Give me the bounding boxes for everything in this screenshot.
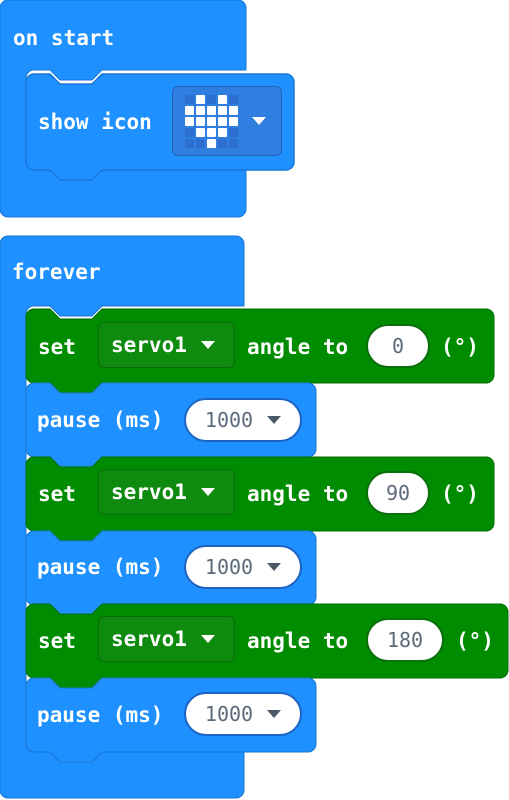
degree-unit-label: (°) bbox=[441, 482, 479, 506]
led-off bbox=[229, 127, 238, 137]
set-label: set bbox=[38, 629, 76, 653]
servo-dropdown-value: servo1 bbox=[111, 480, 187, 504]
pause-duration-dropdown[interactable]: 1000 bbox=[184, 545, 302, 589]
led-on bbox=[207, 138, 216, 148]
led-on bbox=[196, 94, 205, 104]
chevron-down-icon bbox=[267, 416, 282, 424]
chevron-down-icon bbox=[200, 341, 215, 349]
led-on bbox=[196, 127, 205, 137]
angle-input[interactable]: 0 bbox=[366, 324, 430, 368]
pause-duration-value: 1000 bbox=[204, 408, 254, 432]
led-off bbox=[207, 94, 216, 104]
led-off bbox=[229, 138, 238, 148]
angle-to-label: angle to bbox=[247, 335, 349, 359]
chevron-down-icon bbox=[267, 710, 282, 718]
servo-dropdown-value: servo1 bbox=[111, 627, 187, 651]
degree-unit-label: (°) bbox=[456, 629, 494, 653]
angle-input[interactable]: 180 bbox=[366, 618, 444, 662]
led-on bbox=[196, 116, 205, 126]
pause-duration-dropdown[interactable]: 1000 bbox=[184, 398, 302, 442]
icon-picker[interactable] bbox=[172, 86, 282, 156]
led-on bbox=[185, 116, 194, 126]
pause-duration-value: 1000 bbox=[204, 555, 254, 579]
led-on bbox=[185, 105, 194, 115]
led-off bbox=[185, 138, 194, 148]
led-off bbox=[185, 127, 194, 137]
chevron-down-icon bbox=[252, 117, 266, 125]
led-off bbox=[185, 94, 194, 104]
servo-dropdown-value: servo1 bbox=[111, 333, 187, 357]
angle-to-label: angle to bbox=[247, 482, 349, 506]
led-on bbox=[229, 105, 238, 115]
chevron-down-icon bbox=[267, 563, 282, 571]
degree-unit-label: (°) bbox=[441, 335, 479, 359]
led-on bbox=[229, 116, 238, 126]
led-on bbox=[207, 127, 216, 137]
heart-icon bbox=[185, 94, 238, 148]
led-off bbox=[196, 138, 205, 148]
set-label: set bbox=[38, 335, 76, 359]
led-on bbox=[207, 105, 216, 115]
led-on bbox=[218, 94, 227, 104]
servo-dropdown[interactable]: servo1 bbox=[98, 616, 235, 662]
led-on bbox=[207, 116, 216, 126]
angle-to-label: angle to bbox=[247, 629, 349, 653]
forever-label: forever bbox=[12, 260, 101, 284]
led-off bbox=[218, 138, 227, 148]
servo-dropdown[interactable]: servo1 bbox=[98, 322, 235, 368]
led-on bbox=[218, 127, 227, 137]
pause-duration-value: 1000 bbox=[204, 702, 254, 726]
pause-duration-dropdown[interactable]: 1000 bbox=[184, 692, 302, 736]
chevron-down-icon bbox=[200, 635, 215, 643]
chevron-down-icon bbox=[200, 488, 215, 496]
servo-dropdown[interactable]: servo1 bbox=[98, 469, 235, 515]
show-icon-label: show icon bbox=[38, 110, 152, 134]
on-start-label: on start bbox=[13, 26, 115, 50]
led-off bbox=[229, 94, 238, 104]
pause-label: pause (ms) bbox=[37, 555, 164, 579]
pause-label: pause (ms) bbox=[37, 703, 164, 727]
led-on bbox=[218, 105, 227, 115]
led-on bbox=[218, 116, 227, 126]
set-label: set bbox=[38, 482, 76, 506]
pause-label: pause (ms) bbox=[37, 408, 164, 432]
led-on bbox=[196, 105, 205, 115]
angle-input[interactable]: 90 bbox=[366, 471, 430, 515]
